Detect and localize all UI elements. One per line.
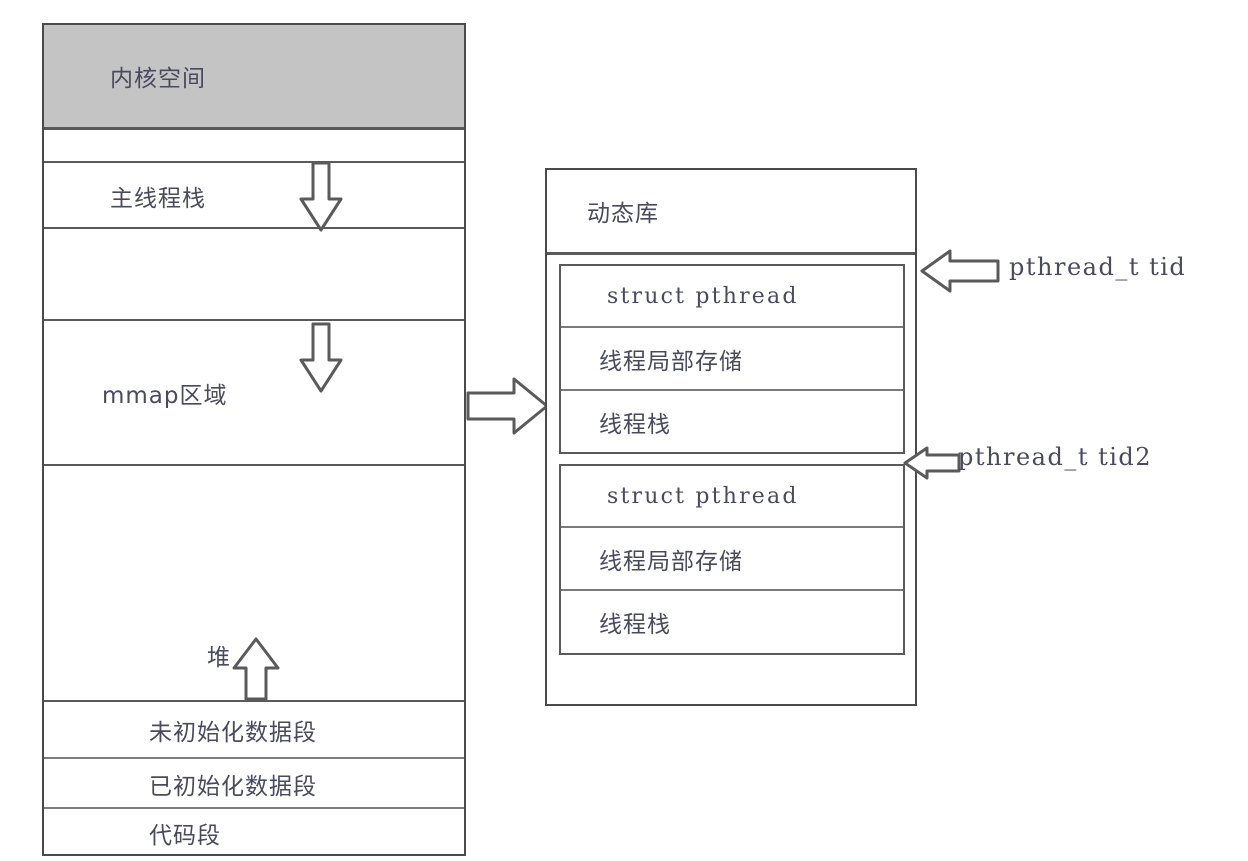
dynamic-library: 动态库 struct pthread 线程局部存储 线程栈 struct pth… (545, 168, 917, 706)
thread-1-tls: 线程局部存储 (561, 328, 903, 389)
thread-2-divider-2 (561, 589, 903, 591)
thread-2-struct-pthread: struct pthread (561, 466, 903, 526)
segment-mmap-label: mmap区域 (102, 383, 228, 409)
segment-heap: 堆 (44, 467, 464, 700)
divider-heap-bottom (44, 700, 464, 702)
segment-main-stack-label: 主线程栈 (110, 185, 206, 212)
segment-text: 代码段 (44, 810, 464, 855)
segment-mmap: mmap区域 (44, 322, 464, 464)
thread-1-stack-label: 线程栈 (599, 411, 671, 438)
segment-main-stack: 主线程栈 (44, 164, 464, 227)
divider-mmap-bottom (44, 464, 464, 466)
divider-gap2-bottom (44, 319, 464, 321)
thread-1-struct-pthread-label: struct pthread (607, 283, 799, 309)
thread-2-stack: 线程栈 (561, 591, 903, 653)
arrow-left-icon (920, 249, 1000, 293)
arrow-down-icon (299, 161, 343, 233)
divider-gap1-bottom (44, 161, 464, 163)
thread-2-stack-label: 线程栈 (599, 612, 671, 638)
segment-heap-label: 堆 (207, 645, 231, 671)
thread-1-divider-2 (561, 389, 903, 391)
arrow-up-icon (231, 636, 281, 702)
callout-pthread-tid: pthread_t tid (1009, 253, 1187, 281)
arrow-right-icon (466, 375, 550, 437)
divider-data-bottom (44, 807, 464, 809)
segment-kernel-label: 内核空间 (110, 66, 206, 92)
callout-pthread-tid2: pthread_t tid2 (958, 443, 1153, 471)
thread-2-divider-1 (561, 526, 903, 528)
thread-1-tls-label: 线程局部存储 (599, 348, 743, 375)
arrow-down-icon (299, 322, 343, 394)
thread-2-tls-label: 线程局部存储 (599, 548, 743, 575)
arrow-left-icon (903, 446, 961, 480)
thread-2-struct-pthread-label: struct pthread (607, 483, 799, 509)
segment-text-label: 代码段 (149, 822, 221, 849)
segment-data-label: 已初始化数据段 (149, 773, 317, 800)
segment-bss-label: 未初始化数据段 (149, 720, 317, 746)
segment-kernel: 内核空间 (44, 25, 464, 130)
segment-data: 已初始化数据段 (44, 760, 464, 807)
thread-1-divider-1 (561, 326, 903, 328)
divider-main-stack-bottom (44, 227, 464, 229)
thread-1-stack: 线程栈 (561, 391, 903, 452)
process-address-space: 内核空间 主线程栈 mmap区域 堆 未初始化数据段 已初始化数据段 (42, 23, 466, 856)
thread-block-1: struct pthread 线程局部存储 线程栈 (559, 264, 905, 454)
dynamic-library-header: 动态库 (547, 170, 915, 255)
thread-block-2: struct pthread 线程局部存储 线程栈 (559, 464, 905, 655)
thread-1-struct-pthread: struct pthread (561, 266, 903, 326)
dynamic-library-label: 动态库 (587, 201, 659, 227)
thread-2-tls: 线程局部存储 (561, 528, 903, 589)
divider-bss-bottom (44, 757, 464, 759)
segment-bss: 未初始化数据段 (44, 703, 464, 757)
